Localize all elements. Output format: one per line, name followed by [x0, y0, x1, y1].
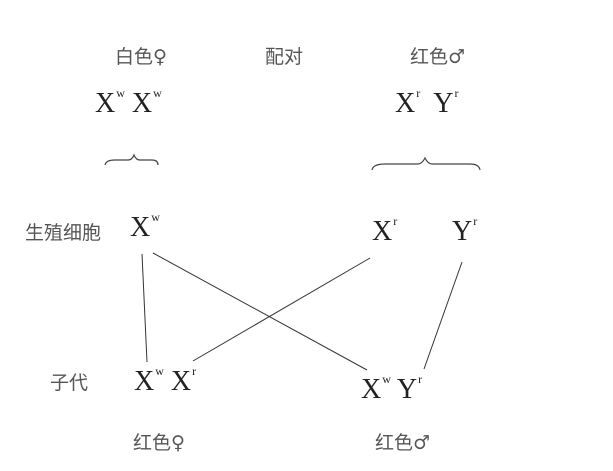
female-parent-phenotype: 白色♀: [115, 46, 167, 68]
male-parent-genotype: Xr Yr: [395, 86, 459, 119]
female-offspring-phenotype: 红色♀: [133, 432, 185, 454]
gametes-label: 生殖细胞: [25, 222, 102, 244]
offspring-label: 子代: [50, 372, 89, 394]
male-gamete-y: Yr: [452, 214, 478, 247]
male-parent-brace: [371, 156, 481, 171]
female-gamete: Xw: [130, 210, 160, 243]
female-offspring-genotype: Xw Xr: [134, 364, 197, 397]
male-parent-phenotype: 红色♂: [410, 46, 466, 68]
line-yr-to-male-offspring: [423, 261, 463, 370]
line-xr-to-female-offspring: [192, 257, 371, 362]
male-offspring-phenotype: 红色♂: [375, 432, 431, 454]
male-offspring-genotype: Xw Yr: [361, 372, 423, 405]
line-xw-to-male-offspring: [152, 252, 368, 371]
male-gamete-x: Xr: [372, 214, 398, 247]
female-parent-genotype: Xw Xw: [95, 86, 162, 119]
cross-label: 配对: [265, 46, 304, 68]
line-xw-to-female-offspring: [141, 253, 148, 363]
female-parent-brace: [104, 153, 159, 166]
